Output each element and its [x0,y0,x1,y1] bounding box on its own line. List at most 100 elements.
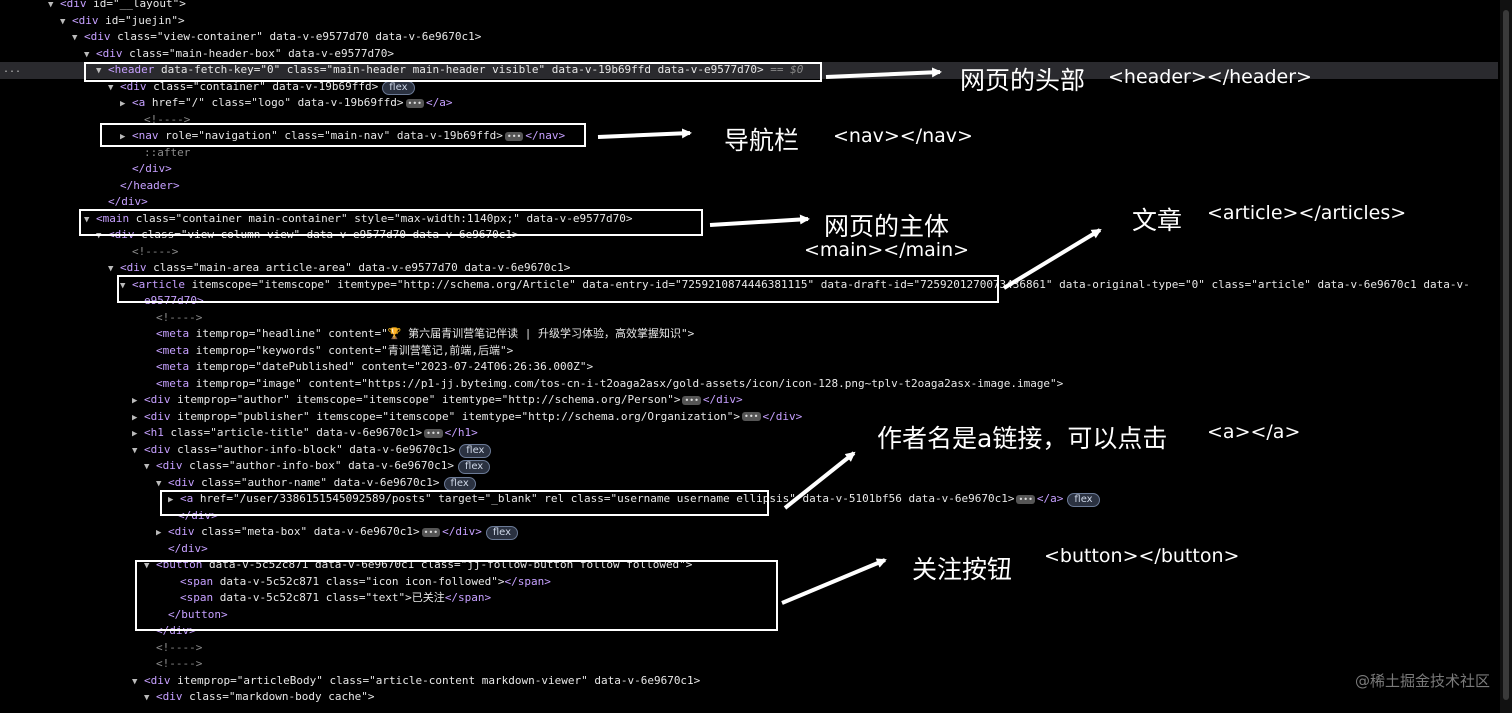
expanded-triangle-icon[interactable]: ▼ [96,66,102,76]
collapsed-triangle-icon[interactable]: ▶ [132,412,138,423]
flex-badge[interactable]: flex [1067,493,1100,507]
dom-node-row[interactable]: ::after [0,145,190,162]
flex-badge[interactable]: flex [443,476,476,491]
node-markup: e9577d70> [144,294,204,307]
label-author-cn: 作者名是a链接，可以点击 [877,424,1168,453]
expanded-triangle-icon[interactable]: ▼ [156,478,162,489]
node-markup: <div class="container" data-v-19b69ffd> [120,79,379,93]
dom-node-row[interactable]: ▶<h1 class="article-title" data-v-6e9670… [0,425,478,442]
expanded-triangle-icon[interactable]: ▼ [144,561,150,571]
dom-node-row[interactable]: <!----> [0,244,178,261]
collapsed-triangle-icon[interactable]: ▶ [168,495,174,505]
expanded-triangle-icon[interactable]: ▼ [84,214,90,225]
dom-node-row[interactable]: ▶<div itemprop="author" itemscope="items… [0,392,743,409]
vertical-scrollbar[interactable] [1500,0,1512,713]
dom-node-row[interactable]: <span data-v-5c52c871 class="icon icon-f… [0,574,551,591]
dom-node-row[interactable]: <!----> [0,656,202,673]
dom-node-row[interactable]: ▼<div class="markdown-body cache"> [0,689,375,706]
collapsed-triangle-icon[interactable]: ▶ [132,396,138,406]
node-markup: <header data-fetch-key="0" class="main-h… [108,63,764,76]
expanded-triangle-icon[interactable]: ▼ [108,264,114,274]
collapsed-triangle-icon[interactable]: ▶ [132,429,138,439]
dom-node-row[interactable]: ▶<a href="/" class="logo" data-v-19b69ff… [0,95,452,112]
scrollbar-thumb[interactable] [1503,10,1509,700]
expanded-triangle-icon[interactable]: ▼ [96,231,102,241]
ellipsis-expand-icon[interactable]: ••• [421,527,441,537]
dom-node-row[interactable]: </div> [0,161,172,178]
node-markup: <span data-v-5c52c871 class="text">已关注</… [180,591,492,604]
node-markup: </header> [120,178,180,192]
dom-node-row[interactable]: ▼<div id="juejin"> [0,13,185,30]
dom-node-row[interactable]: <!----> [0,310,202,327]
dom-node-row[interactable]: </div> [0,194,148,211]
flex-badge[interactable]: flex [382,80,415,95]
node-markup: ::after [144,145,191,159]
expanded-triangle-icon[interactable]: ▼ [48,0,54,10]
node-markup: <!----> [144,112,191,126]
dom-node-row[interactable]: ▼ <div id="__layout"> [0,0,186,13]
dom-node-row[interactable]: </div> [0,541,208,558]
expanded-triangle-icon[interactable]: ▼ [60,16,66,27]
label-header-cn: 网页的头部 [960,66,1086,95]
dom-node-row[interactable]: ▼<div class="main-area article-area" dat… [0,260,570,277]
label-article-cn: 文章 [1132,206,1183,235]
node-markup: <div itemprop="articleBody" class="artic… [144,673,701,687]
expanded-triangle-icon[interactable]: ▼ [108,82,114,93]
ellipsis-expand-icon[interactable]: ••• [424,428,443,438]
dom-node-row[interactable]: ▼<main class="container main-container" … [0,211,632,228]
node-markup: <meta itemprop="datePublished" content="… [156,360,594,373]
expanded-triangle-icon[interactable]: ▼ [144,462,150,472]
node-markup: </div> [132,162,172,175]
flex-badge[interactable]: flex [485,526,519,540]
node-markup: <meta itemprop="image" content="https://… [156,376,1064,390]
expanded-triangle-icon[interactable]: ▼ [132,676,138,687]
dom-node-row[interactable]: </header> [0,178,180,195]
label-button-cn: 关注按钮 [912,555,1013,584]
dom-node-row[interactable]: ▼ <div itemprop="articleBody" class="arti… [0,673,700,690]
node-markup: <div class="author-info-box" data-v-6e96… [156,459,455,472]
expanded-triangle-icon[interactable]: ▼ [132,445,138,456]
dom-node-row[interactable]: <meta itemprop="keywords" content="青训营笔记… [0,343,513,360]
collapsed-triangle-icon[interactable]: ▶ [120,99,126,109]
dom-node-row[interactable]: ▶<nav role="navigation" class="main-nav"… [0,128,565,145]
expanded-triangle-icon[interactable]: ▼ [144,693,150,703]
dom-node-row[interactable]: ▼ <div class="author-info-box" data-v-6e9… [0,458,491,475]
dom-node-row[interactable]: <meta itemprop="headline" content="🏆 第六届… [0,326,694,343]
ellipsis-expand-icon[interactable]: ••• [682,395,701,405]
dom-node-row[interactable]: <span data-v-5c52c871 class="text">已关注</… [0,590,491,607]
flex-badge[interactable]: flex [458,460,491,474]
dom-node-row[interactable]: ▶<div itemprop="publisher" itemscope="it… [0,409,802,426]
author-link-highlight-box [160,490,769,516]
dom-node-row[interactable]: <!----> [0,640,202,657]
collapsed-triangle-icon[interactable]: ▶ [156,528,162,538]
dom-node-row[interactable]: ▼<article itemscope="itemscope" itemtype… [0,277,1470,294]
dom-node-row[interactable]: ▼<div class="author-info-block" data-v-6… [0,442,492,459]
row-menu-icon[interactable]: ... [3,64,22,75]
dom-node-row[interactable]: e9577d70> [0,293,204,310]
label-main-cn: 网页的主体 [824,212,950,241]
dom-node-row[interactable]: ▼<div class="author-name" data-v-6e9670c… [0,475,476,492]
collapsed-triangle-icon[interactable]: ▶ [120,132,126,142]
node-markup: </div> [168,541,208,555]
expanded-triangle-icon[interactable]: ▼ [72,33,78,43]
dom-node-row[interactable]: <meta itemprop="datePublished" content="… [0,359,593,376]
dom-node-row[interactable]: <!----> [0,112,190,129]
dom-node-row[interactable]: ▶ <div class="meta-box" data-v-6e9670c1>•… [0,524,519,541]
ellipsis-expand-icon[interactable]: ••• [742,412,761,421]
flex-badge[interactable]: flex [459,443,492,458]
ellipsis-expand-icon[interactable]: ••• [405,98,424,108]
node-markup: <div id="__layout"> [60,0,186,10]
dom-node-row[interactable]: ▼<div class="main-header-box" data-v-e95… [0,46,394,63]
expanded-triangle-icon[interactable]: ▼ [120,280,126,291]
dom-node-row[interactable]: </button> [0,607,228,624]
node-markup: <div class="meta-box" data-v-6e9670c1> [168,525,420,538]
dom-node-row[interactable]: <meta itemprop="image" content="https://… [0,376,1063,393]
expanded-triangle-icon[interactable]: ▼ [84,49,90,60]
label-article-en: <article></articles> [1207,202,1407,224]
dom-node-row[interactable]: ▼ <header data-fetch-key="0" class="main-… [0,62,1498,79]
ellipsis-expand-icon[interactable]: ••• [504,131,524,141]
selected-node-marker: == $0 [763,63,804,76]
dom-node-row[interactable]: ▼<div class="view-container" data-v-e957… [0,29,481,46]
ellipsis-expand-icon[interactable]: ••• [1016,494,1035,504]
